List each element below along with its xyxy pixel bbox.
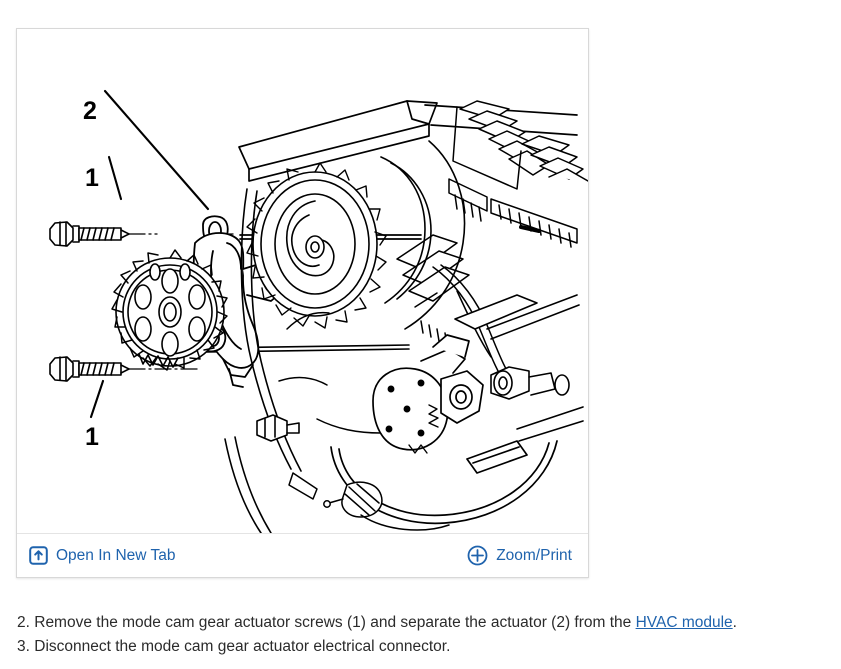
step-text-before: Remove the mode cam gear actuator screws… — [29, 614, 636, 631]
callout-label-1-lower: 1 — [85, 423, 99, 451]
external-window-up-arrow-icon — [29, 546, 48, 565]
technical-diagram: 2 1 1 — [17, 29, 588, 534]
instruction-steps: 2. Remove the mode cam gear actuator scr… — [17, 612, 827, 659]
callout-label-1-upper: 1 — [85, 164, 99, 192]
open-in-new-tab-button[interactable]: Open In New Tab — [27, 544, 177, 567]
image-viewer-toolbar: Open In New Tab Zoom/Print — [17, 533, 588, 577]
open-in-new-tab-label: Open In New Tab — [56, 546, 176, 564]
step-text-after: . — [732, 614, 737, 631]
zoom-print-label: Zoom/Print — [496, 546, 572, 564]
callout-label-2: 2 — [83, 97, 97, 125]
step-number: 2. — [17, 614, 30, 631]
circled-plus-icon — [467, 545, 488, 566]
figure-area: 2 1 1 — [17, 29, 588, 534]
hvac-module-link[interactable]: HVAC module — [635, 614, 733, 631]
step-number: 3. — [17, 637, 30, 655]
step-item: 3. Disconnect the mode cam gear actuator… — [17, 636, 827, 660]
step-item: 2. Remove the mode cam gear actuator scr… — [17, 612, 827, 636]
step-text-before: Disconnect the mode cam gear actuator el… — [29, 637, 451, 655]
zoom-print-button[interactable]: Zoom/Print — [465, 543, 574, 568]
image-viewer-panel: 2 1 1 Open In New Tab — [16, 28, 589, 578]
